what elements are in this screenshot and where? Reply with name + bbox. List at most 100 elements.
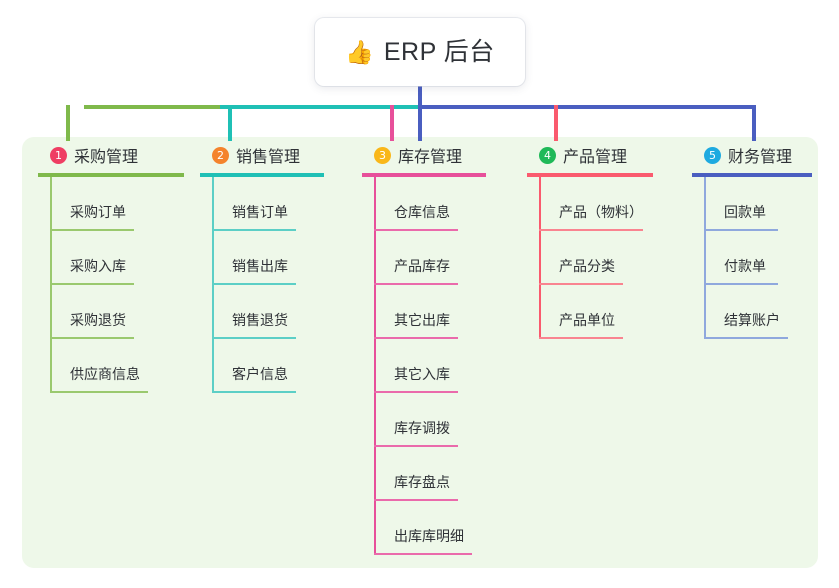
column-header-1[interactable]: 1 采购管理 [36, 142, 186, 168]
list-item[interactable]: 产品单位 [525, 285, 655, 339]
column-badge-5: 5 [704, 146, 721, 164]
list-item[interactable]: 销售订单 [198, 177, 326, 231]
list-item-label: 库存调拨 [394, 420, 450, 436]
root-node-label: ERP 后台 [383, 37, 495, 66]
list-item-label: 产品（物料） [559, 204, 643, 220]
list-item[interactable]: 产品库存 [360, 231, 488, 285]
column-header-rule-4 [527, 173, 653, 177]
thumbs-up-icon: 👍 [345, 38, 374, 65]
column-header-4[interactable]: 4 产品管理 [525, 142, 655, 168]
column-title-5: 财务管理 [728, 149, 793, 166]
list-item-rule [50, 229, 134, 231]
list-item-label: 出库库明细 [394, 528, 464, 544]
connector-stem [418, 86, 422, 141]
connector-drop-3 [390, 105, 394, 141]
list-item[interactable]: 销售退货 [198, 285, 326, 339]
column-spine-3 [374, 177, 376, 555]
list-item[interactable]: 采购入库 [36, 231, 186, 285]
column-header-rule-2 [200, 173, 324, 177]
column-items-4: 产品（物料） 产品分类产品单位 [525, 177, 655, 339]
list-item-label: 销售订单 [232, 204, 288, 220]
list-item[interactable]: 结算账户 [690, 285, 814, 339]
list-item-rule [539, 229, 643, 231]
column-3: 3 库存管理仓库信息产品库存其它出库其它入库库存调拨库存盘点出库库明细 [360, 142, 488, 555]
list-item[interactable]: 产品分类 [525, 231, 655, 285]
connector-drop-4 [554, 105, 558, 141]
column-2: 2 销售管理销售订单销售出库销售退货客户信息 [198, 142, 326, 393]
list-item[interactable]: 产品（物料） [525, 177, 655, 231]
list-item-label: 其它出库 [394, 312, 450, 328]
list-item[interactable]: 销售出库 [198, 231, 326, 285]
column-title-1: 采购管理 [74, 149, 139, 166]
list-item-label: 供应商信息 [70, 366, 140, 382]
list-item[interactable]: 采购退货 [36, 285, 186, 339]
list-item-rule [539, 337, 623, 339]
connector-drop-5 [752, 105, 756, 141]
list-item-rule [374, 499, 458, 501]
list-item-label: 产品库存 [394, 258, 450, 274]
list-item-label: 采购入库 [70, 258, 126, 274]
list-item-label: 回款单 [724, 204, 766, 220]
list-item-rule [374, 553, 472, 555]
list-item[interactable]: 其它入库 [360, 339, 488, 393]
column-badge-2: 2 [212, 146, 229, 164]
list-item-rule [50, 283, 134, 285]
list-item-label: 客户信息 [232, 366, 288, 382]
list-item[interactable]: 采购订单 [36, 177, 186, 231]
column-header-rule-1 [38, 173, 184, 177]
root-node-erp-backend[interactable]: 👍 ERP 后台 [315, 18, 525, 86]
column-spine-1 [50, 177, 52, 393]
list-item-label: 仓库信息 [394, 204, 450, 220]
list-item[interactable]: 库存调拨 [360, 393, 488, 447]
list-item-rule [212, 229, 296, 231]
column-spine-2 [212, 177, 214, 393]
column-items-2: 销售订单销售出库销售退货客户信息 [198, 177, 326, 393]
list-item-rule [50, 337, 134, 339]
list-item-rule [374, 229, 458, 231]
column-header-rule-3 [362, 173, 486, 177]
list-item-rule [374, 337, 458, 339]
list-item[interactable]: 其它出库 [360, 285, 488, 339]
list-item[interactable]: 供应商信息 [36, 339, 186, 393]
connector-drop-2 [228, 105, 232, 141]
list-item-label: 产品分类 [559, 258, 615, 274]
column-badge-4: 4 [539, 146, 556, 164]
column-badge-1: 1 [50, 146, 67, 164]
list-item-label: 结算账户 [724, 312, 780, 328]
list-item-rule [704, 229, 778, 231]
column-header-rule-5 [692, 173, 812, 177]
list-item-label: 采购退货 [70, 312, 126, 328]
column-spine-5 [704, 177, 706, 339]
diagram-panel-background [22, 137, 818, 568]
column-title-4: 产品管理 [563, 149, 628, 166]
list-item-rule [704, 337, 788, 339]
list-item-label: 产品单位 [559, 312, 615, 328]
list-item-label: 其它入库 [394, 366, 450, 382]
column-spine-4 [539, 177, 541, 339]
connector-drop-1 [66, 105, 70, 141]
list-item-label: 采购订单 [70, 204, 126, 220]
list-item-label: 销售出库 [232, 258, 288, 274]
list-item-rule [212, 391, 296, 393]
column-items-5: 回款单付款单结算账户 [690, 177, 814, 339]
column-header-2[interactable]: 2 销售管理 [198, 142, 326, 168]
list-item[interactable]: 出库库明细 [360, 501, 488, 555]
list-item-rule [212, 337, 296, 339]
connector-bus-green [84, 105, 220, 109]
list-item[interactable]: 库存盘点 [360, 447, 488, 501]
list-item-label: 库存盘点 [394, 474, 450, 490]
list-item-rule [374, 445, 458, 447]
column-header-5[interactable]: 5 财务管理 [690, 142, 814, 168]
column-badge-3: 3 [374, 146, 391, 164]
column-1: 1 采购管理采购订单采购入库采购退货供应商信息 [36, 142, 186, 393]
column-title-2: 销售管理 [236, 149, 301, 166]
column-5: 5 财务管理回款单付款单结算账户 [690, 142, 814, 339]
list-item[interactable]: 仓库信息 [360, 177, 488, 231]
list-item[interactable]: 客户信息 [198, 339, 326, 393]
column-items-1: 采购订单采购入库采购退货供应商信息 [36, 177, 186, 393]
column-title-3: 库存管理 [398, 149, 463, 166]
column-header-3[interactable]: 3 库存管理 [360, 142, 488, 168]
list-item[interactable]: 付款单 [690, 231, 814, 285]
list-item-rule [374, 391, 458, 393]
list-item[interactable]: 回款单 [690, 177, 814, 231]
